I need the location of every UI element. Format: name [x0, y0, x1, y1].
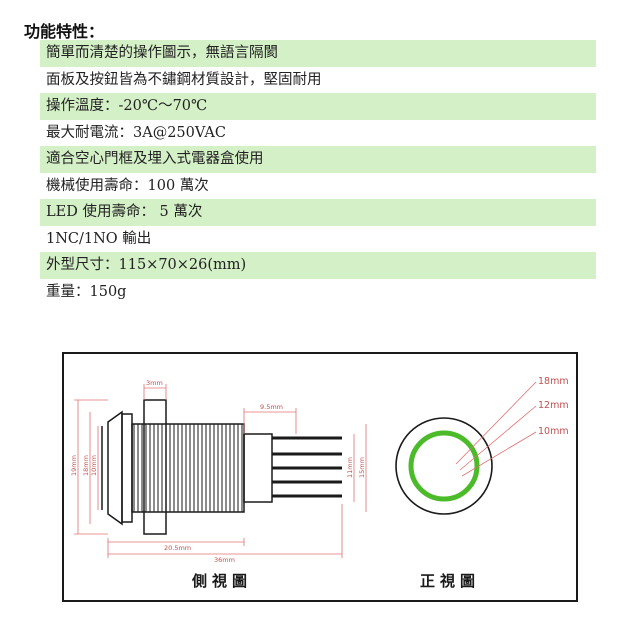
leader-10mm [461, 431, 537, 477]
dim-36mm: 36mm [214, 556, 235, 564]
front-view-caption: 正視圖 [420, 572, 480, 590]
feature-row: 最大耐電流：3A@250VAC [46, 124, 226, 141]
dim-9-5mm: 9.5mm [260, 403, 283, 411]
feature-row: 適合空心門框及埋入式電器盒使用 [40, 146, 596, 173]
side-view-caption: 側視圖 [191, 572, 252, 590]
front-dim-10mm: 10mm [538, 426, 569, 437]
threaded-body [131, 423, 245, 513]
flange [121, 413, 133, 523]
dim-10mm: 10mm [90, 455, 98, 476]
button-head [107, 410, 123, 526]
dim-15mm: 15mm [358, 457, 366, 478]
rear-stem [243, 433, 273, 503]
side-dimension-labels: 3mm 9.5mm 20.5mm 36mm 19mm 18mm 10mm 11m… [70, 379, 366, 564]
front-view: 18mm 12mm 10mm [395, 376, 569, 515]
led-ring [408, 430, 480, 502]
side-view [101, 399, 342, 535]
feature-row: 1NC/1NO 輸出 [46, 230, 152, 247]
feature-row: LED 使用壽命： 5 萬次 [40, 199, 596, 226]
leader-12mm [459, 405, 537, 471]
dim-20-5mm: 20.5mm [164, 544, 191, 552]
feature-row: 面板及按鈕皆為不鏽鋼材質設計，堅固耐用 [46, 71, 322, 88]
feature-row: 機械使用壽命：100 萬次 [46, 177, 209, 194]
front-dim-12mm: 12mm [538, 400, 569, 411]
front-dim-18mm: 18mm [538, 376, 569, 387]
features-list: 簡單而清楚的操作圖示，無語言隔閡 面板及按鈕皆為不鏽鋼材質設計，堅固耐用 操作溫… [40, 40, 596, 305]
dim-11mm: 11mm [346, 457, 354, 478]
feature-row: 操作溫度：-20℃～70℃ [40, 93, 596, 120]
dim-3mm: 3mm [146, 379, 163, 387]
diagram-drawing: 3mm 9.5mm 20.5mm 36mm 19mm 18mm 10mm 11m… [70, 376, 569, 590]
outer-ring [395, 417, 493, 515]
features-heading: 功能特性： [24, 22, 105, 41]
leader-18mm [455, 381, 537, 465]
dim-18mm: 18mm [82, 455, 90, 476]
dim-19mm: 19mm [70, 455, 78, 476]
feature-row: 外型尺寸：115×70×26(mm) [40, 252, 596, 279]
dimension-diagram: 3mm 9.5mm 20.5mm 36mm 19mm 18mm 10mm 11m… [62, 352, 578, 602]
side-dimension-lines [74, 384, 367, 558]
feature-row: 重量：150g [46, 283, 127, 300]
feature-row: 簡單而清楚的操作圖示，無語言隔閡 [40, 40, 596, 67]
